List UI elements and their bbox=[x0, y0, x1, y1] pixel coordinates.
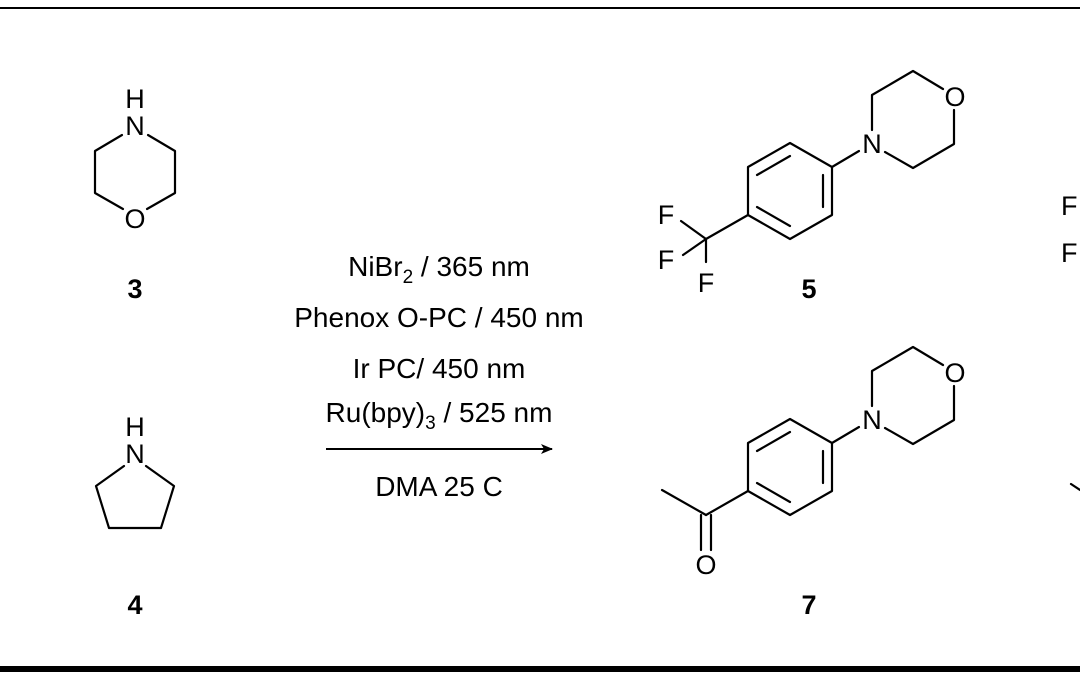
pyrrolidine-h-label: H bbox=[125, 412, 145, 442]
product-5-n-label: N bbox=[862, 129, 882, 159]
product-7-benzene-ring bbox=[746, 417, 834, 517]
compound-label-7: 7 bbox=[801, 590, 816, 620]
morpholine-o-label: O bbox=[124, 204, 145, 234]
morpholine-ring-left bbox=[93, 133, 125, 211]
product-5-morpholine-upper bbox=[870, 69, 945, 132]
product-5-morpholine-lower bbox=[883, 108, 956, 170]
morpholine-h-label: H bbox=[125, 84, 145, 114]
product-7-aryl-n-bond bbox=[830, 425, 861, 445]
pyrrolidine-ring bbox=[94, 464, 176, 530]
product-7-n-label: N bbox=[862, 405, 882, 435]
product-5-benzene-ring bbox=[746, 141, 834, 241]
product-5-aryl-n-bond bbox=[830, 149, 861, 169]
compound-label-5: 5 bbox=[801, 274, 816, 304]
product-7-inner-bond-1 bbox=[755, 430, 792, 453]
product-5-cf3-bond bbox=[704, 213, 750, 241]
condition-solvent-temperature: DMA 25 C bbox=[375, 471, 503, 502]
compound-label-3: 3 bbox=[127, 274, 142, 304]
product-7-structure: N O O bbox=[660, 345, 966, 580]
condition-phenox-opc: Phenox O-PC / 450 nm bbox=[294, 302, 583, 333]
morpholine-ring-right bbox=[145, 133, 177, 211]
product-5-structure: N O F F F bbox=[658, 69, 966, 298]
condition-ru-bpy3: Ru(bpy)3 / 525 nm bbox=[326, 397, 553, 434]
product-7-methyl-bond bbox=[660, 488, 708, 517]
product-7-carbonyl-o-label: O bbox=[695, 550, 716, 580]
condition-nibr2: NiBr2 / 365 nm bbox=[348, 251, 530, 288]
partial-f1-label: F bbox=[1061, 191, 1078, 221]
condition-ir-pc: Ir PC/ 450 nm bbox=[353, 353, 526, 384]
product-5-inner-bond-3 bbox=[755, 205, 792, 228]
partial-f2-label: F bbox=[1061, 238, 1078, 268]
partial-product-right: F F bbox=[1061, 191, 1080, 492]
product-7-o-label: O bbox=[944, 358, 965, 388]
product-5-f3-label: F bbox=[698, 268, 715, 298]
product-7-inner-bond-3 bbox=[755, 481, 792, 504]
pyrrolidine-structure: H N bbox=[94, 412, 176, 530]
product-5-f1-label: F bbox=[658, 200, 675, 230]
product-7-morpholine-upper bbox=[870, 345, 945, 408]
morpholine-n-label: N bbox=[125, 111, 145, 141]
partial-bond-fragment bbox=[1069, 482, 1080, 492]
morpholine-structure: H N O bbox=[93, 84, 177, 234]
compound-label-4: 4 bbox=[127, 590, 142, 620]
product-7-acyl-bond bbox=[704, 489, 750, 517]
product-5-inner-bond-1 bbox=[755, 154, 792, 177]
product-5-cf-bond-1 bbox=[679, 219, 708, 241]
product-5-o-label: O bbox=[944, 82, 965, 112]
product-7-morpholine-lower bbox=[883, 384, 956, 446]
product-5-f2-label: F bbox=[658, 245, 675, 275]
product-5-cf-bond-2 bbox=[681, 237, 708, 257]
pyrrolidine-n-label: N bbox=[125, 439, 145, 469]
